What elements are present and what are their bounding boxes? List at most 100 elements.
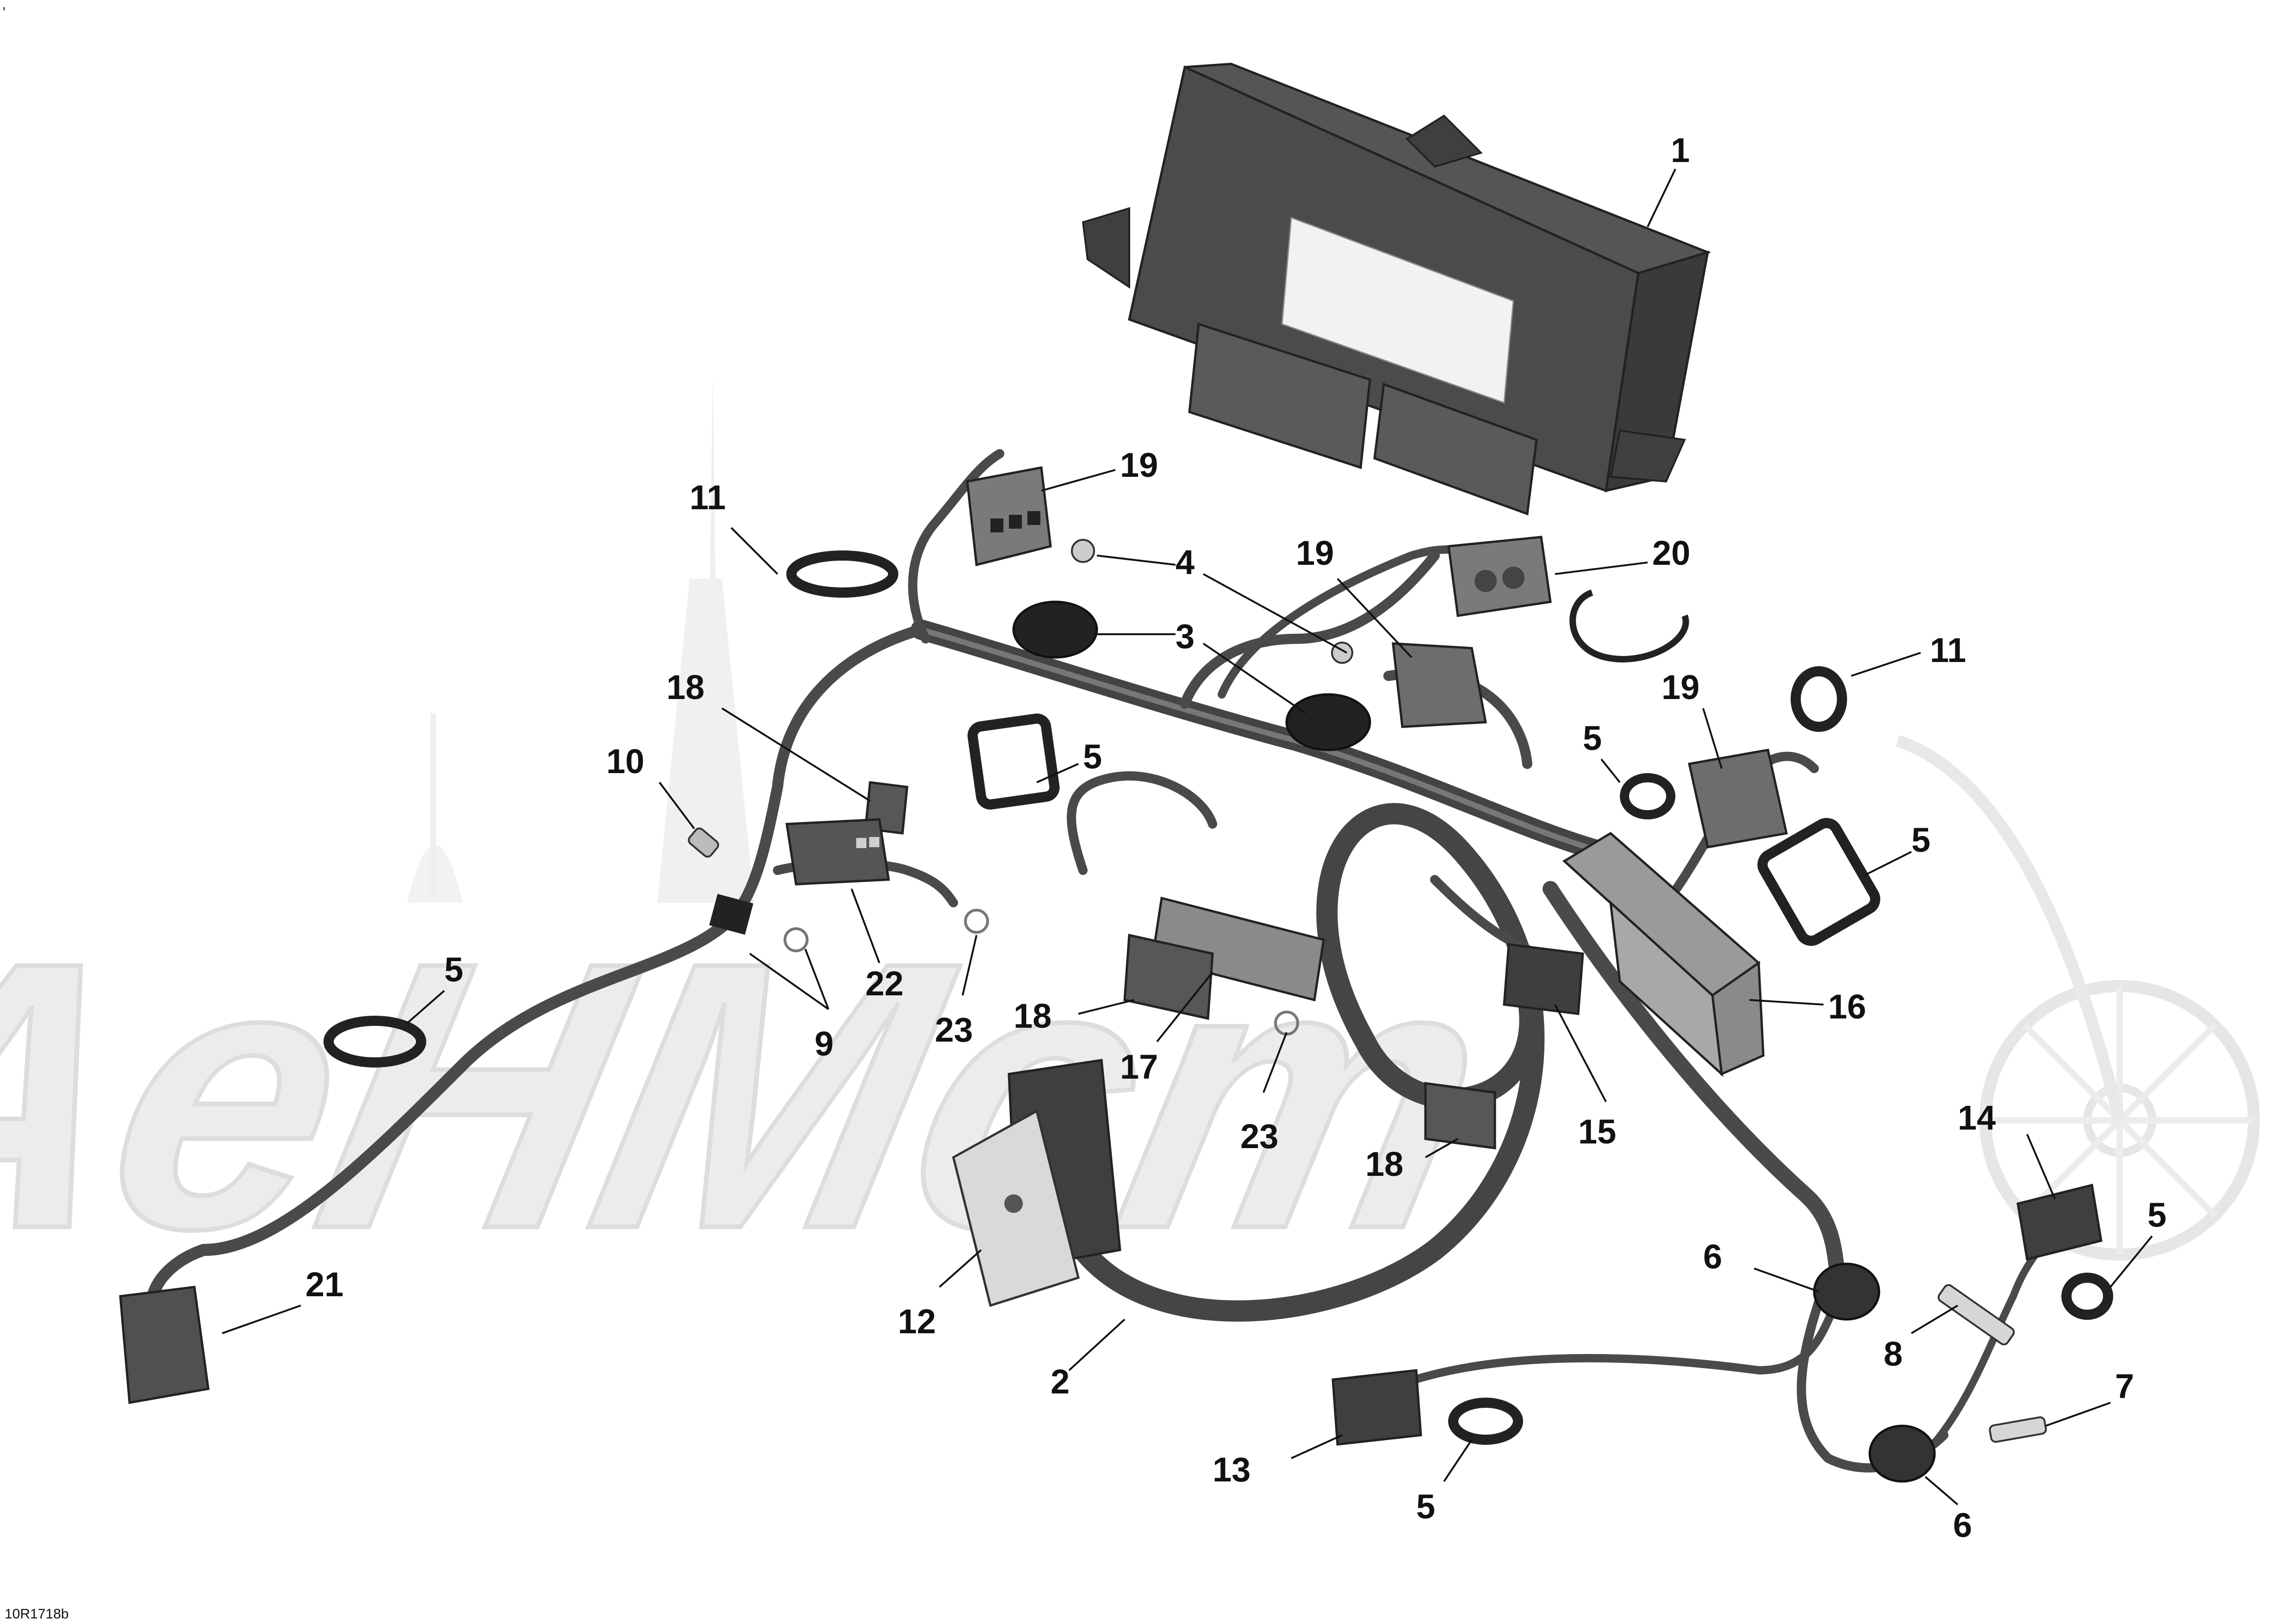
callout-11-right: 11 [1930, 631, 1966, 669]
leader-19-mid [1337, 578, 1412, 658]
reference-code: 10R1718b [5, 1606, 68, 1622]
callout-22: 22 [865, 964, 903, 1003]
callout-23-upper: 23 [935, 1011, 973, 1049]
ecm-label-plate [1281, 216, 1514, 404]
callout-2: 2 [1051, 1362, 1070, 1401]
connector-18-bottom [1424, 1082, 1496, 1149]
leader-13 [1291, 1434, 1343, 1459]
leader-12 [939, 1249, 982, 1288]
callout-7: 7 [2115, 1367, 2134, 1405]
callout-19-right: 19 [1661, 668, 1699, 706]
leader-11-left [730, 527, 778, 575]
ecm-module [1082, 62, 1711, 516]
leader-20 [1555, 562, 1648, 575]
leader-8 [1910, 1305, 1959, 1334]
connector-19-middle [1392, 642, 1487, 728]
ecm-connector-b [1373, 382, 1538, 516]
leader-18-bottom [1425, 1138, 1458, 1158]
callout-20: 20 [1652, 534, 1690, 572]
clamp-5-frame-right [1757, 818, 1880, 946]
bolt-7 [1989, 1416, 2047, 1443]
leader-7 [2045, 1402, 2111, 1427]
leader-14 [2026, 1134, 2056, 1199]
leader-18-left [1078, 999, 1134, 1015]
leader-5-upper [1036, 763, 1079, 783]
leader-19-top [1041, 469, 1116, 492]
connector-20 [1447, 536, 1552, 617]
callout-5-mid: 5 [1583, 719, 1602, 757]
clamp-5-on-harness [709, 893, 753, 935]
callout-16: 16 [1828, 987, 1866, 1026]
sensor-12 [952, 1059, 1121, 1307]
harness-branch-17 [1067, 771, 1217, 875]
clamp-5-right-small [2061, 1273, 2113, 1320]
grommet-3-lower [1285, 693, 1371, 751]
seal-5-loop [1569, 589, 1689, 662]
leader-5-left [406, 990, 445, 1024]
clamp-11-left [786, 550, 898, 598]
connector-14 [2016, 1183, 2103, 1261]
leader-4a [1096, 555, 1176, 566]
callout-14: 14 [1958, 1099, 1996, 1137]
connector-19-right [1687, 749, 1788, 849]
leader-21 [222, 1305, 301, 1334]
ecm-mounting-tab [1609, 429, 1686, 483]
watermark-flagpole-icon [430, 713, 436, 898]
screw-10 [688, 827, 719, 858]
leader-15 [1554, 1004, 1607, 1102]
leader-22 [851, 888, 880, 963]
connector-17 [1151, 896, 1325, 1002]
leader-19-right [1702, 708, 1723, 769]
callout-18-top: 18 [666, 668, 704, 706]
grommet-3-upper [1012, 600, 1098, 659]
leader-23-upper [962, 935, 977, 996]
leader-1 [1647, 169, 1676, 227]
leader-4b [1203, 573, 1347, 654]
watermark-tower-icon [657, 579, 754, 903]
callout-3: 3 [1176, 617, 1195, 656]
ecm-connector-a [1188, 322, 1371, 469]
callout-8: 8 [1884, 1335, 1903, 1373]
callout-13: 13 [1213, 1450, 1251, 1489]
clamp-5-mid [1620, 773, 1675, 819]
leader-3b [1202, 643, 1306, 714]
leader-9 [749, 949, 829, 1010]
leader-5-right [1865, 851, 1912, 876]
leader-2 [1068, 1318, 1126, 1371]
callout-1: 1 [1671, 131, 1690, 169]
leader-5-bottom [1443, 1439, 1473, 1482]
callout-17: 17 [1120, 1048, 1158, 1086]
callout-5-right-small: 5 [2147, 1196, 2166, 1234]
callout-18-bottom: 18 [1365, 1145, 1403, 1183]
harness-branch-right [1543, 881, 1850, 1304]
leader-6-upper [1754, 1268, 1819, 1293]
washer-23-upper [964, 909, 989, 934]
leader-16 [1749, 999, 1824, 1006]
callout-5-left: 5 [444, 950, 463, 989]
leader-10 [659, 781, 695, 830]
callout-19-top: 19 [1120, 446, 1158, 484]
connector-19-top [966, 466, 1052, 567]
leader-lines [222, 169, 2153, 1505]
callout-4: 4 [1176, 543, 1195, 581]
washer-9 [784, 927, 809, 952]
connector-13 [1332, 1369, 1422, 1446]
harness-branch-21 [147, 901, 747, 1302]
leader-5-right-small [2109, 1235, 2153, 1288]
callout-21: 21 [305, 1265, 343, 1304]
corner-mark: ' [3, 5, 6, 20]
screw-4-upper [1071, 539, 1095, 563]
connector-18-left [1123, 933, 1214, 1020]
callout-9: 9 [815, 1024, 834, 1063]
callout-18-left: 18 [1014, 997, 1052, 1035]
callout-23-lower: 23 [1240, 1117, 1278, 1156]
leader-6-lower [1924, 1476, 1959, 1505]
harness-branch-left [735, 624, 927, 913]
watermark-wheel-icon [1895, 735, 2260, 1261]
ecm-mounting-tab [1405, 114, 1483, 168]
grommet-6-lower [1868, 1424, 1936, 1483]
leader-5-mid [1600, 758, 1621, 783]
leader-11-right [1851, 652, 1921, 677]
clamp-5-frame-upper [967, 713, 1060, 810]
harness-branch-up [908, 449, 1004, 643]
